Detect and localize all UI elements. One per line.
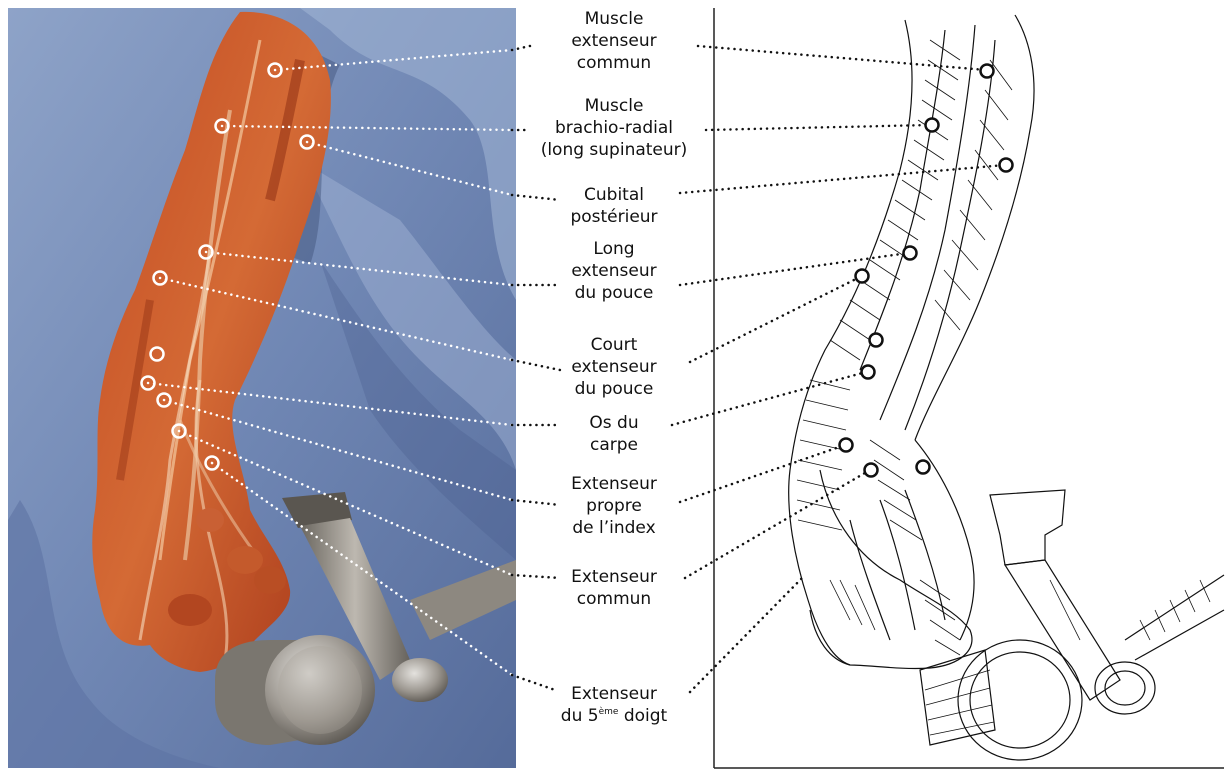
label-line: brachio-radial [524,117,704,139]
line-drawing [714,8,1224,768]
label-line: Extenseur [524,683,704,705]
label-line: extenseur [524,30,704,52]
label-line: Extenseur [524,566,704,588]
label-line: du pouce [524,378,704,400]
label-line: du pouce [524,282,704,304]
label-cubital-posterieur: Cubital postérieur [524,184,704,228]
dissection-photo [8,8,516,768]
label-line: du 5ème doigt [561,706,667,726]
label-line: extenseur [524,356,704,378]
label-line: extenseur [524,260,704,282]
ordinal-superscript: ème [599,707,619,717]
label-line: Long [524,238,704,260]
label-brachio-radial: Muscle brachio-radial (long supinateur) [524,95,704,161]
label-os-carpe: Os du carpe [524,412,704,456]
label-line: Court [524,334,704,356]
label-extenseur-propre-index: Extenseur propre de l’index [524,473,704,539]
label-court-extenseur-pouce: Court extenseur du pouce [524,334,704,400]
label-extenseur-commun: Extenseur commun [524,566,704,610]
label-line: propre [524,495,704,517]
label-line: commun [524,588,704,610]
label-line: Muscle [524,95,704,117]
label-extenseur-5e-doigt: Extenseur du 5ème doigt [524,683,704,727]
label-line: de l’index [524,517,704,539]
label-line: Cubital [524,184,704,206]
label-line: Muscle [524,8,704,30]
label-long-extenseur-pouce: Long extenseur du pouce [524,238,704,304]
label-line: Extenseur [524,473,704,495]
label-line: Os du [524,412,704,434]
label-line: postérieur [524,206,704,228]
label-line-5e-doigt: du 5ème doigt [524,705,704,727]
label-line: (long supinateur) [524,139,704,161]
label-line: commun [524,52,704,74]
label-line: carpe [524,434,704,456]
label-muscle-extenseur-commun: Muscle extenseur commun [524,8,704,74]
